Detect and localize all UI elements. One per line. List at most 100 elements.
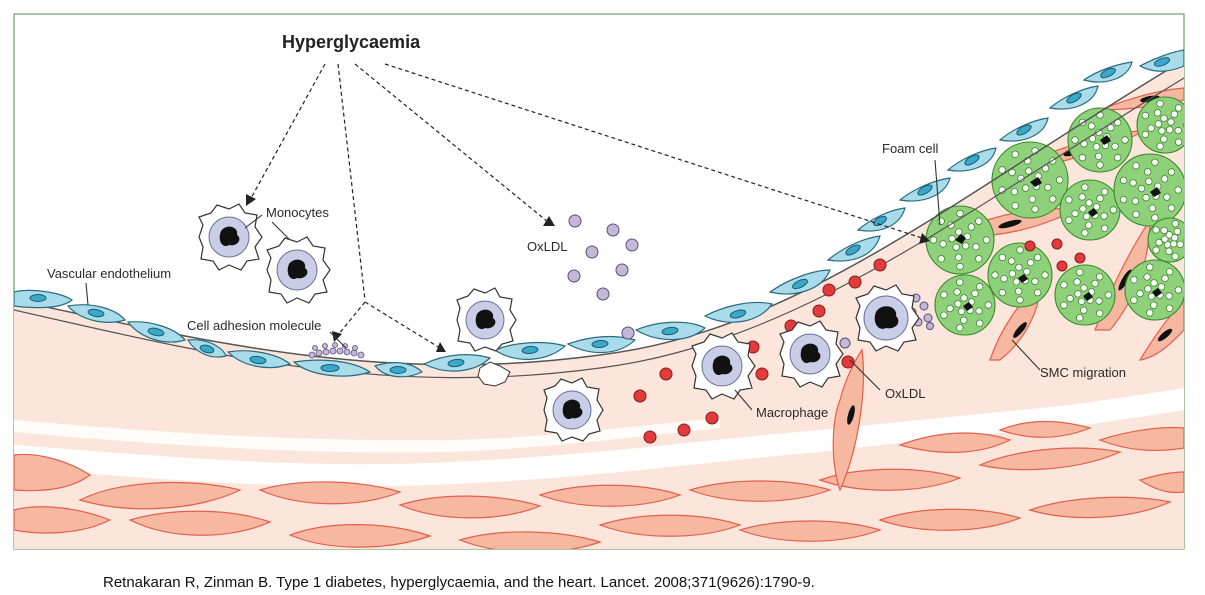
arrow-branch-right bbox=[364, 301, 441, 349]
macrophage-1 bbox=[691, 332, 756, 400]
lipid-droplet bbox=[954, 300, 962, 308]
lipid-droplet bbox=[1176, 240, 1184, 249]
lipid-droplet bbox=[1016, 296, 1024, 304]
lipid-droplet bbox=[1161, 235, 1169, 243]
lipid-droplet bbox=[984, 301, 993, 309]
lipid-droplet bbox=[1033, 253, 1042, 262]
lipid-droplet bbox=[1073, 278, 1081, 286]
label-macrophage: Macrophage bbox=[756, 405, 828, 420]
lipid-droplet bbox=[1077, 297, 1086, 306]
lipid-droplet bbox=[1080, 284, 1088, 292]
lipid-droplet bbox=[967, 223, 976, 231]
lipid-droplet bbox=[1071, 209, 1079, 218]
lipid-droplet bbox=[975, 319, 984, 327]
lipid-droplet bbox=[1155, 238, 1163, 247]
arrow-to-adhesion bbox=[337, 63, 366, 301]
lipid-droplet bbox=[937, 217, 945, 225]
monocyte-intima bbox=[543, 377, 604, 442]
lipid-droplet bbox=[1137, 184, 1146, 193]
lipid-droplet bbox=[1079, 306, 1088, 314]
lipid-droplet bbox=[998, 253, 1007, 262]
lipid-droplet bbox=[1081, 229, 1089, 237]
lipid-droplet bbox=[937, 255, 945, 263]
monocytes bbox=[198, 203, 920, 442]
lipid-droplet bbox=[998, 166, 1006, 174]
foam-cell-nuclei bbox=[955, 135, 1162, 311]
lipid-droplet bbox=[1160, 175, 1169, 183]
lipid-droplet bbox=[1078, 193, 1086, 201]
lipid-droplet bbox=[940, 311, 948, 319]
lipid-droplet bbox=[1157, 283, 1166, 291]
lipid-droplet bbox=[1104, 291, 1113, 299]
lipid-droplet bbox=[939, 240, 947, 248]
lipid-droplet bbox=[962, 242, 970, 250]
lipid-droplet bbox=[1183, 122, 1184, 128]
lipid-droplet bbox=[960, 316, 968, 324]
macrophage-3 bbox=[855, 284, 920, 352]
lipid-droplet bbox=[1095, 297, 1103, 305]
lipid-droplet bbox=[1144, 285, 1152, 293]
lipid-droplet bbox=[1033, 288, 1042, 297]
lipid-droplet bbox=[1183, 238, 1184, 242]
citation: Retnakaran R, Zinman B. Type 1 diabetes,… bbox=[103, 574, 815, 591]
lipid-droplet bbox=[1076, 268, 1084, 276]
lipid-droplet bbox=[1156, 99, 1164, 108]
lipid-droplet bbox=[1100, 212, 1108, 220]
lipid-droplet bbox=[1010, 187, 1019, 196]
lipid-droplet bbox=[1119, 176, 1128, 185]
lipid-droplet bbox=[1071, 136, 1079, 144]
lipid-droplet bbox=[1084, 221, 1093, 229]
lipid-droplet bbox=[975, 283, 984, 291]
arrowheads bbox=[246, 194, 930, 352]
lipid-droplet bbox=[1078, 153, 1087, 162]
lipid-droplet bbox=[1167, 168, 1176, 176]
lipid-droplet bbox=[1041, 271, 1049, 279]
lipid-droplet bbox=[1011, 201, 1019, 210]
lipid-droplet bbox=[975, 255, 983, 263]
lipid-droplet bbox=[1174, 104, 1183, 112]
lipid-droplet bbox=[956, 324, 964, 332]
lipid-droplet bbox=[940, 291, 948, 299]
lipid-droplet bbox=[1151, 158, 1159, 166]
lipid-droplet bbox=[1031, 277, 1039, 286]
lipid-droplet bbox=[1151, 213, 1159, 222]
lipid-droplet bbox=[1152, 226, 1160, 234]
lipid-droplet bbox=[1167, 204, 1176, 212]
lipid-droplet bbox=[1096, 161, 1104, 169]
lipid-droplet bbox=[1147, 292, 1156, 301]
lipid-droplet bbox=[1160, 135, 1168, 143]
lipid-droplet bbox=[953, 288, 961, 296]
lipid-droplet bbox=[1007, 257, 1016, 265]
lipid-droplet bbox=[1160, 226, 1168, 235]
monocyte-adhering bbox=[456, 287, 517, 352]
lipid-droplet bbox=[1085, 199, 1093, 207]
lipid-droplet bbox=[1048, 195, 1057, 203]
lipid-droplet bbox=[956, 209, 964, 218]
label-foam-cell: Foam cell bbox=[882, 141, 938, 156]
lipid-droplet bbox=[1092, 143, 1101, 151]
lipid-droplet bbox=[1165, 268, 1174, 276]
lipid-droplet bbox=[1160, 114, 1168, 122]
lipid-droplet bbox=[1174, 138, 1183, 146]
label-oxldl-lumen: OxLDL bbox=[527, 239, 567, 254]
lipid-droplet bbox=[1163, 193, 1171, 201]
lipid-droplet bbox=[955, 228, 963, 236]
lipid-droplet bbox=[1161, 274, 1169, 283]
lipid-droplet bbox=[972, 243, 980, 251]
lipid-droplet bbox=[1153, 109, 1162, 117]
lipid-droplet bbox=[1141, 111, 1149, 120]
monocyte-1 bbox=[198, 203, 263, 271]
lipid-droplet bbox=[1173, 227, 1181, 236]
lipid-droplet bbox=[1109, 206, 1118, 214]
monocyte-transmigrating bbox=[477, 361, 511, 387]
lipid-droplet bbox=[1008, 168, 1016, 177]
lipid-droplet bbox=[1132, 210, 1140, 218]
lipid-droplet bbox=[971, 289, 979, 298]
lipid-droplet bbox=[956, 262, 964, 271]
title-hyperglycaemia: Hyperglycaemia bbox=[282, 32, 421, 52]
lipid-droplet bbox=[1148, 204, 1156, 212]
lipid-droplet bbox=[1087, 122, 1096, 130]
lipid-droplet bbox=[1021, 184, 1030, 192]
lipid-droplet bbox=[1146, 263, 1154, 271]
lipid-droplet bbox=[1130, 276, 1138, 284]
